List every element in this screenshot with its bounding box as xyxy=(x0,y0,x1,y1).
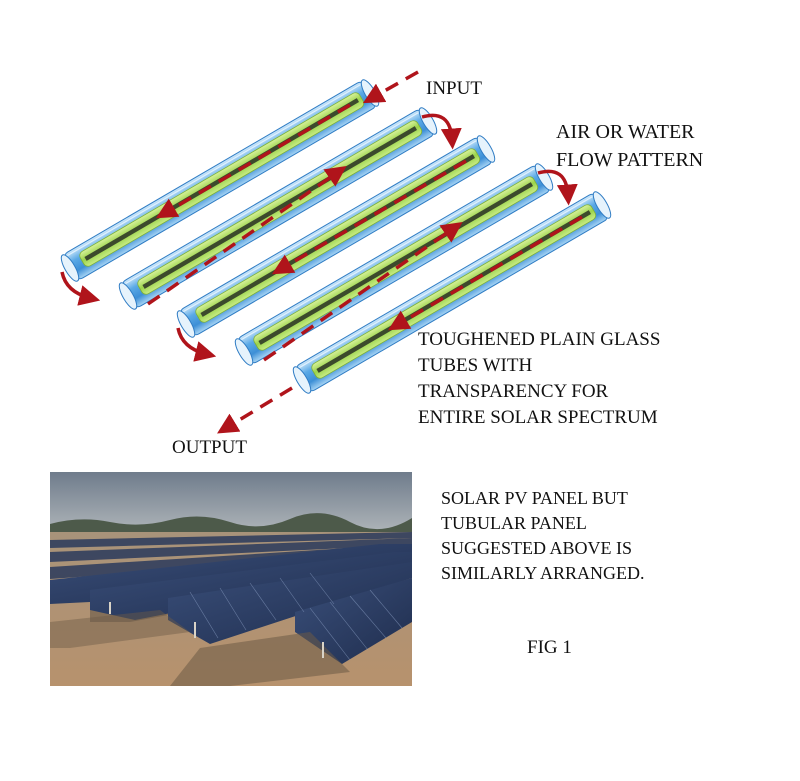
flow-arrows xyxy=(60,70,583,434)
tube-end-high xyxy=(534,163,554,191)
tube-end-low xyxy=(118,282,138,310)
tube-label-line1: TOUGHENED PLAIN GLASS xyxy=(418,329,661,350)
photo-caption-line3: SUGGESTED ABOVE IS xyxy=(441,538,633,558)
tube-highlight xyxy=(125,112,419,285)
photo-caption-line1: SOLAR PV PANEL BUT xyxy=(441,488,628,508)
tube-highlight xyxy=(241,168,535,341)
tube-end-low xyxy=(60,254,80,282)
tube-end-high xyxy=(476,135,496,163)
tube-label-line3: TRANSPARENCY FOR xyxy=(418,381,609,402)
tube-end-low xyxy=(234,338,254,366)
output-arrow xyxy=(217,386,293,434)
tube-end-low xyxy=(292,366,312,394)
tube-end-high xyxy=(418,107,438,135)
flow-arrow-2 xyxy=(147,166,347,306)
flow-arrow-4 xyxy=(263,222,463,362)
tube-end-high xyxy=(592,191,612,219)
u-turn-high-4 xyxy=(537,169,578,206)
flow-arrow-5 xyxy=(387,215,583,331)
solar-pv-field-photo xyxy=(50,472,412,686)
core-rod xyxy=(142,126,418,289)
tube-label-line4: ENTIRE SOLAR SPECTRUM xyxy=(418,407,658,428)
u-turn-low-3 xyxy=(176,327,217,362)
flow-arrow-1 xyxy=(155,103,351,219)
u-turn-low-1 xyxy=(60,271,101,306)
input-label: INPUT xyxy=(426,78,482,99)
glass-tube xyxy=(234,163,554,366)
solar-tube-diagram xyxy=(60,70,612,434)
tube-highlight xyxy=(67,84,361,257)
photo-caption-line4: SIMILARLY ARRANGED. xyxy=(441,563,645,583)
glass-tube xyxy=(118,107,438,310)
tube-highlight xyxy=(299,196,593,369)
tube-highlight xyxy=(183,140,477,313)
tube-end-low xyxy=(176,310,196,338)
photo-caption-line2: TUBULAR PANEL xyxy=(441,513,587,533)
u-turn-high-2 xyxy=(421,113,462,150)
input-arrow xyxy=(362,70,419,104)
flow-arrow-3 xyxy=(271,159,467,275)
flow-label-line2: FLOW PATTERN xyxy=(556,149,704,171)
output-label: OUTPUT xyxy=(172,437,247,458)
figure-label: FIG 1 xyxy=(527,637,572,658)
core-rod xyxy=(258,182,534,345)
tube-label-line2: TUBES WITH xyxy=(418,355,533,376)
flow-label-line1: AIR OR WATER xyxy=(556,121,695,143)
